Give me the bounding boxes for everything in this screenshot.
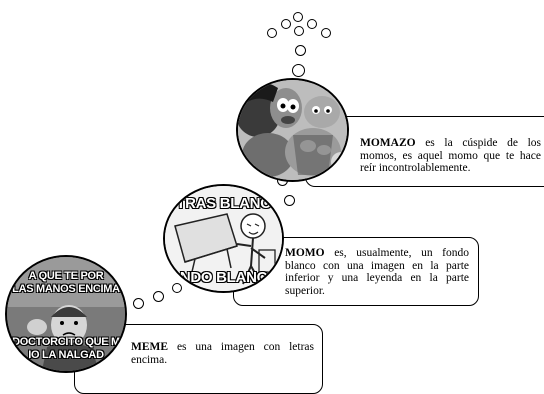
meme-image: A QUE TE POR LAS MANOS ENCIMA DOCTORCITO… [5, 255, 127, 373]
thought-bubble [292, 64, 305, 77]
meme-evolution-diagram: MOMAZO es la cúspide de los momos, es aq… [5, 12, 544, 394]
momo-image: TRAS BLANC NDO BLANC [163, 184, 284, 293]
momo-bottom-caption: NDO BLANC [179, 269, 268, 286]
thought-bubble [294, 26, 304, 36]
meme-bottom-caption-2: IO LA NALGAD [28, 349, 104, 361]
thought-bubble [133, 298, 144, 309]
momo-text: es, usualmente, un fondo blanco con una … [285, 247, 469, 297]
momo-illustration [165, 186, 282, 291]
thought-bubble [172, 283, 182, 293]
meme-top-caption-1: A QUE TE POR [28, 270, 104, 282]
momo-term: MOMO [285, 247, 325, 259]
momazo-text: es la cúspide de los momos, es aquel mom… [360, 137, 541, 174]
momazo-illustration [238, 80, 347, 180]
meme-term: MEME [131, 341, 169, 353]
thought-bubble [284, 195, 295, 206]
meme-top-caption-2: LAS MANOS ENCIMA [12, 283, 120, 295]
thought-bubble [267, 28, 277, 38]
thought-bubble [281, 19, 291, 29]
momazo-description: MOMAZO es la cúspide de los momos, es aq… [360, 137, 541, 175]
thought-bubble [307, 19, 317, 29]
meme-bottom-caption-1: DOCTORCITO QUE M [12, 336, 120, 348]
thought-bubble [321, 28, 331, 38]
momazo-image [236, 78, 349, 182]
thought-bubble [293, 12, 303, 22]
thought-bubble [153, 291, 164, 302]
momo-description: MOMO es, usualmente, un fondo blanco con… [285, 247, 469, 297]
meme-description: MEME es una imagen con letras encima. [131, 341, 314, 366]
thought-bubble [295, 45, 306, 56]
meme-text: es una imagen con letras encima. [131, 341, 315, 366]
momazo-term: MOMAZO [360, 137, 416, 149]
momo-top-caption: TRAS BLANC [176, 195, 271, 212]
